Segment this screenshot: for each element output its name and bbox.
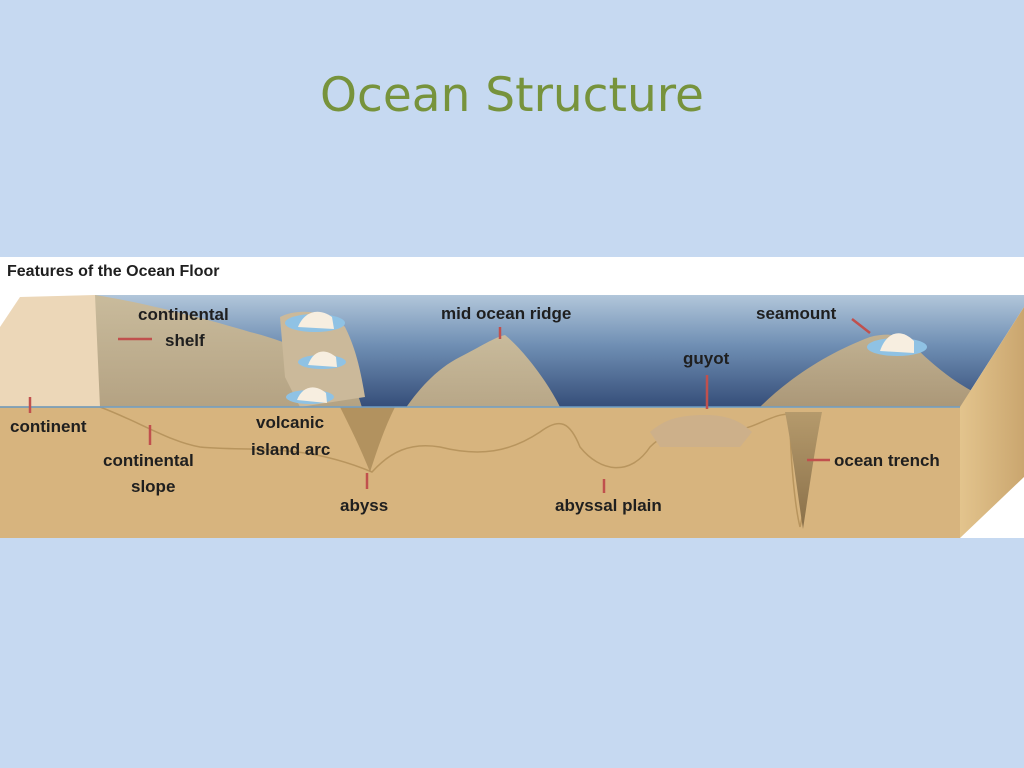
ocean-floor-illustration: Features of the Ocean Floor continental …	[0, 263, 1024, 538]
continent-landmass	[0, 295, 120, 407]
slide-title: Ocean Structure	[320, 68, 704, 123]
label-seamount: seamount	[756, 304, 837, 323]
label-guyot: guyot	[683, 349, 730, 368]
label-volcanic-island-arc-line2: island arc	[251, 440, 330, 459]
label-continent: continent	[10, 417, 87, 436]
block-side-face	[960, 307, 1024, 538]
ocean-floor-diagram: Features of the Ocean Floor continental …	[0, 257, 1024, 538]
label-abyssal-plain: abyssal plain	[555, 496, 662, 515]
label-abyss: abyss	[340, 496, 388, 515]
guyot-shape	[650, 415, 752, 447]
seamount-rock	[760, 307, 1024, 417]
trench-channel	[785, 412, 822, 529]
label-ocean-trench: ocean trench	[834, 451, 940, 470]
abyss-channel	[340, 407, 395, 472]
label-mid-ocean-ridge: mid ocean ridge	[441, 304, 571, 323]
label-continental-shelf-line1: continental	[138, 305, 229, 324]
label-continental-shelf-line2: shelf	[165, 331, 205, 350]
island-peaks	[285, 311, 927, 404]
label-volcanic-island-arc-line1: volcanic	[256, 413, 324, 432]
leader-seamount	[851, 318, 871, 334]
label-continental-slope-line1: continental	[103, 451, 194, 470]
label-continental-slope-line2: slope	[131, 477, 175, 496]
figure-title: Features of the Ocean Floor	[7, 263, 219, 280]
